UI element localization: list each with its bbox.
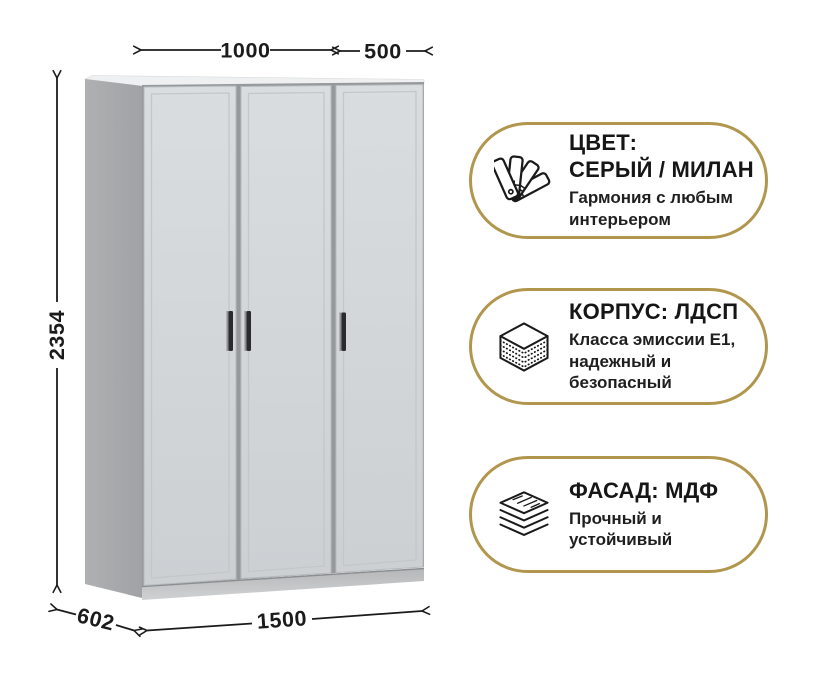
badge-facade-title: ФАСАД: МДФ [569,477,719,503]
door-left [143,85,237,587]
badge-color-subtitle: Гармония с любым интерьером [569,188,733,229]
wardrobe-body [83,75,425,600]
handle-left-door [226,311,233,351]
dimension-depth [48,603,143,638]
badge-color-text: ЦВЕТ: СЕРЫЙ / МИЛАН Гармония с любым инт… [569,130,754,230]
chipboard-layers-icon [494,316,554,378]
handle-middle-door [244,311,251,351]
badge-carcass-subtitle: Класса эмиссии Е1, надежный и безопасный [569,329,736,393]
door-middle-frame-line [247,91,325,573]
mdf-sheets-icon [494,484,554,546]
badge-color-title: ЦВЕТ: СЕРЫЙ / МИЛАН [569,130,754,183]
dimension-width [138,605,431,636]
dim-top-left-label: 1000 [220,39,270,63]
wardrobe-diagram: 1000 500 2354 602 1500 [45,39,434,638]
door-left-frame-line [150,92,230,579]
badge-facade-text: ФАСАД: МДФ Прочный и устойчивый [569,478,718,551]
dim-width-label: 1500 [256,606,308,633]
badge-carcass-text: КОРПУС: ЛДСП Класса эмиссии Е1, надежный… [569,299,738,394]
door-right-frame-line [342,90,417,567]
badge-facade-subtitle: Прочный и устойчивый [569,508,673,550]
dim-height-label: 2354 [45,310,69,360]
dim-depth-label: 602 [75,603,117,635]
badge-carcass-title: КОРПУС: ЛДСП [569,298,739,324]
handle-right-door [339,312,346,351]
feature-badge-carcass: КОРПУС: ЛДСП Класса эмиссии Е1, надежный… [469,288,768,405]
color-swatch-fan-icon [494,150,554,212]
plinth-shadow-line [141,567,425,588]
door-right [335,83,424,574]
door-handles [226,311,346,351]
side-panel [85,79,142,598]
feature-badge-color: ЦВЕТ: СЕРЫЙ / МИЛАН Гармония с любым инт… [469,122,768,239]
feature-badge-facade: ФАСАД: МДФ Прочный и устойчивый [469,456,768,573]
plinth [142,568,424,600]
dim-top-right-label: 500 [364,40,402,64]
door-middle [240,84,332,580]
